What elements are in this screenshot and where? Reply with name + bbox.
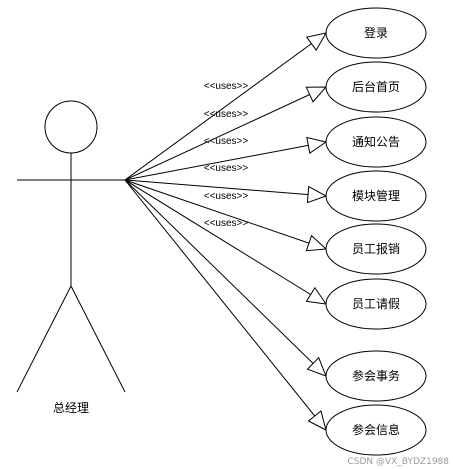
- use-case-ellipse: [325, 170, 427, 222]
- use-case-label: 模块管理: [352, 188, 400, 203]
- association-arrowhead: [305, 234, 328, 252]
- stereotype-labels: <<uses>> <<uses>> <<uses>> <<uses>> <<uses>>…: [204, 81, 249, 229]
- use-case-ellipse: [325, 404, 427, 456]
- association-arrowhead: [306, 136, 328, 155]
- use-case: 员工请假: [325, 278, 427, 330]
- use-case-ellipse: [325, 61, 427, 113]
- use-case: 参会信息: [325, 404, 427, 456]
- stereotype-label: <<uses>>: [204, 191, 249, 202]
- use-case: 员工报销: [325, 223, 427, 275]
- association-arrowhead: [305, 86, 328, 103]
- use-case-ellipse: [325, 116, 427, 168]
- stereotype-label: <<uses>>: [204, 109, 249, 120]
- actor-head: [44, 100, 98, 154]
- use-case: 登录: [325, 7, 427, 59]
- use-case-label: 登录: [364, 25, 388, 40]
- stereotype-label: <<uses>>: [204, 163, 249, 174]
- use-case: 模块管理: [325, 170, 427, 222]
- actor-left-leg: [16, 285, 72, 393]
- use-case-label: 参会事务: [352, 368, 400, 383]
- use-case-ellipse: [325, 278, 427, 330]
- actor-figure: [16, 100, 126, 393]
- use-case-ellipse: [325, 223, 427, 275]
- use-case-label: 员工请假: [352, 297, 400, 311]
- use-case-label: 通知公告: [352, 135, 400, 149]
- watermark: CSDN @VX_BYDZ1988: [347, 457, 449, 467]
- use-case: 参会事务: [325, 350, 427, 402]
- association-line: [124, 179, 327, 305]
- association-arrowhead: [305, 286, 328, 305]
- association-line: [124, 86, 327, 181]
- association-arrowhead: [306, 356, 327, 377]
- association-line: [124, 179, 327, 250]
- use-case-label: 后台首页: [352, 79, 400, 94]
- association-line: [124, 179, 327, 377]
- use-case-ellipse: [325, 7, 427, 59]
- association-arrowhead: [305, 32, 327, 51]
- use-case: 通知公告: [325, 116, 427, 168]
- association-arrowhead: [306, 185, 328, 204]
- use-case-label: 参会信息: [352, 422, 400, 437]
- actor-right-leg: [70, 285, 126, 393]
- use-case: 后台首页: [325, 61, 427, 113]
- associations: [124, 32, 328, 431]
- association-line: [124, 179, 327, 431]
- use-case-label: 员工报销: [352, 241, 400, 256]
- association-line: [124, 179, 327, 197]
- association-arrowhead: [307, 410, 327, 431]
- stereotype-label: <<uses>>: [204, 136, 249, 147]
- stereotype-label: <<uses>>: [204, 81, 249, 92]
- association-line: [124, 32, 327, 181]
- use-case-ellipse: [325, 350, 427, 402]
- stereotype-label: <<uses>>: [204, 218, 249, 229]
- actor-name: 总经理: [53, 401, 89, 415]
- association-line: [124, 141, 327, 181]
